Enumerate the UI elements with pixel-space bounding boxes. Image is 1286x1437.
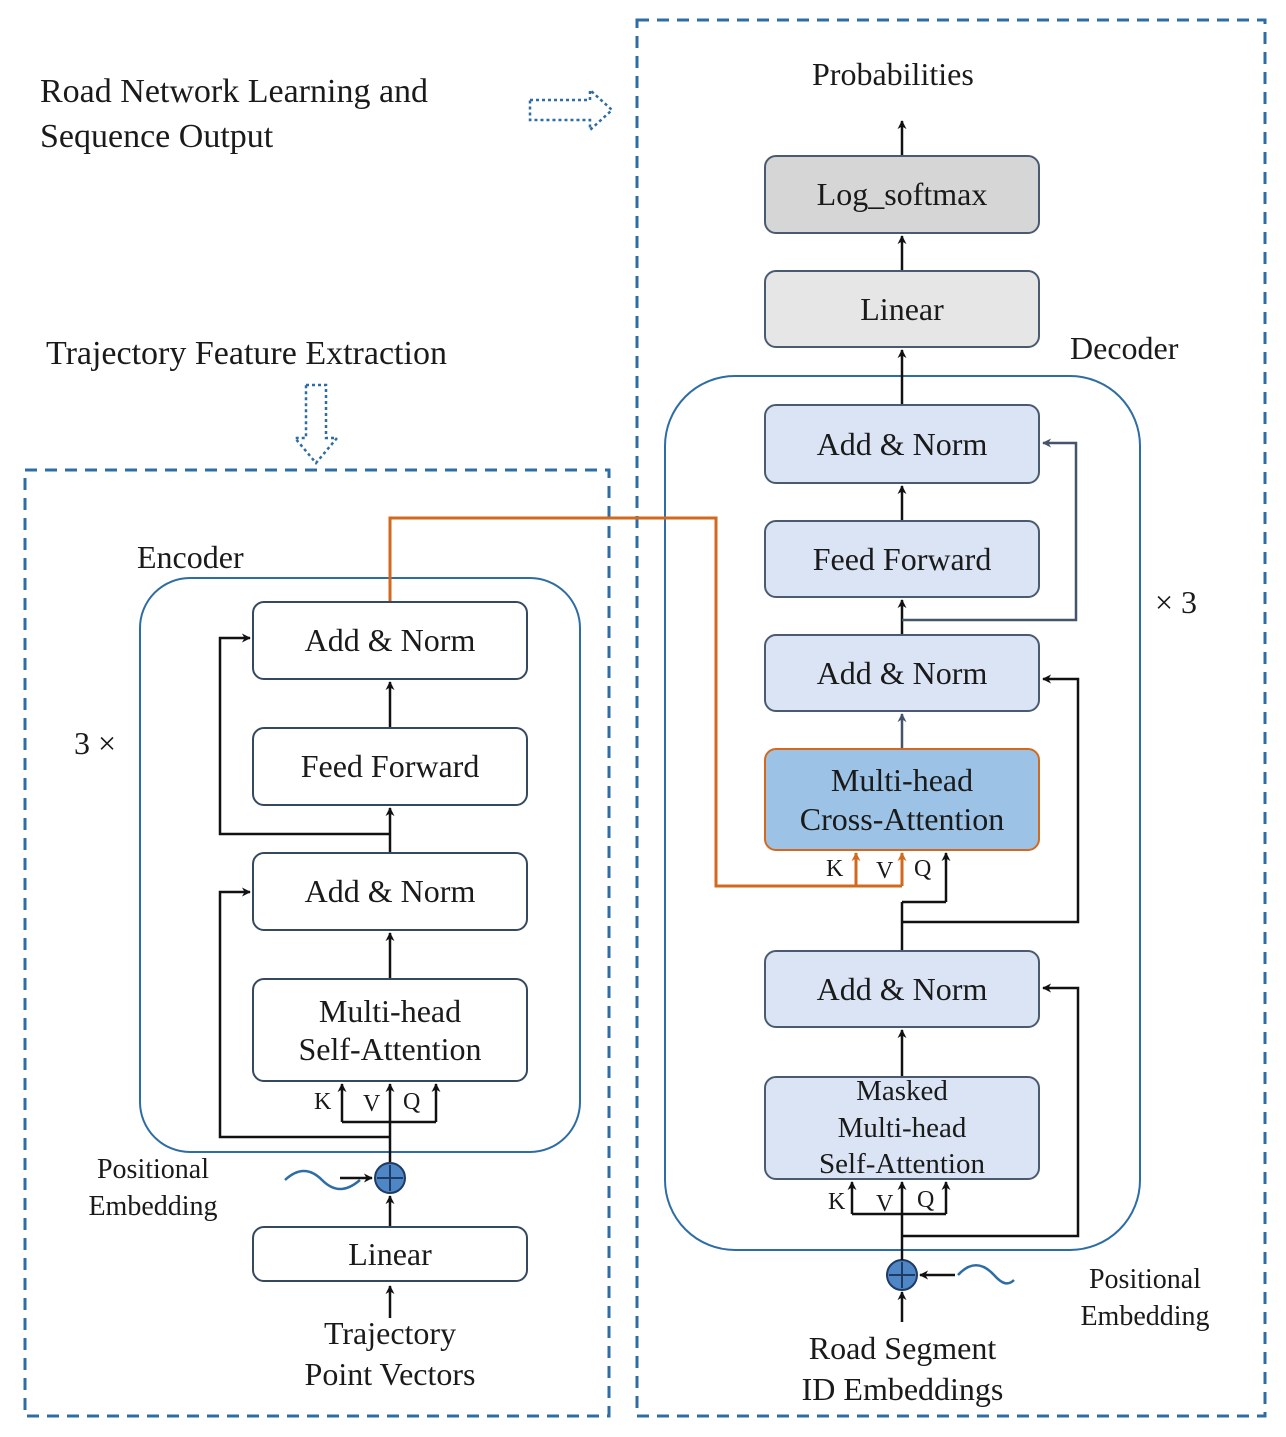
dec-add-norm-1: Add & Norm bbox=[764, 404, 1040, 484]
dec-positional-wave bbox=[957, 1264, 1015, 1285]
probabilities-label: Probabilities bbox=[812, 56, 974, 92]
enc-v-label: V bbox=[363, 1091, 381, 1117]
encoder-dashed-region bbox=[23, 468, 611, 1418]
enc-k-label: K bbox=[314, 1089, 332, 1115]
decoder-title: Decoder bbox=[1070, 330, 1179, 366]
enc-q-label: Q bbox=[403, 1089, 421, 1115]
dec-feed-forward: Feed Forward bbox=[764, 520, 1040, 598]
dec-add-norm-2: Add & Norm bbox=[764, 634, 1040, 712]
cross-k-label: K bbox=[826, 856, 844, 882]
encoder-to-decoder-connection bbox=[388, 516, 902, 888]
dec-input-label: Road Segment ID Embeddings bbox=[801, 1330, 1004, 1407]
enc-residual-2 bbox=[218, 633, 390, 836]
enc-positional-label: Positional Embedding bbox=[88, 1154, 218, 1222]
cross-q-label: Q bbox=[914, 856, 932, 882]
dec-positional-label: Positional Embedding bbox=[1080, 1264, 1210, 1332]
enc-feed-forward: Feed Forward bbox=[252, 727, 528, 806]
cross-v-label: V bbox=[876, 858, 894, 884]
right-dotted-arrow bbox=[528, 87, 614, 133]
decoder-repeat-label: × 3 bbox=[1155, 584, 1198, 620]
dec-add-norm-3: Add & Norm bbox=[764, 950, 1040, 1028]
trajectory-heading: Trajectory Feature Extraction bbox=[46, 335, 447, 372]
road-network-heading-line1: Road Network Learning and bbox=[40, 73, 429, 110]
enc-positional-wave bbox=[284, 1169, 361, 1191]
dec-residual-1 bbox=[902, 983, 1080, 1238]
dec-linear: Linear bbox=[764, 270, 1040, 348]
down-dotted-arrow bbox=[292, 383, 340, 465]
dec-cross-attention: Multi-head Cross-Attention bbox=[764, 748, 1040, 851]
encoder-title: Encoder bbox=[137, 539, 244, 575]
enc-self-attention: Multi-head Self-Attention bbox=[252, 978, 528, 1082]
dec-masked-self-attention: Masked Multi-head Self-Attention bbox=[764, 1075, 1040, 1180]
enc-input-label: Trajectory Point Vectors bbox=[304, 1315, 476, 1392]
encoder-repeat-label: 3 × bbox=[74, 725, 117, 761]
enc-residual-1 bbox=[218, 887, 390, 1139]
enc-linear: Linear bbox=[252, 1226, 528, 1282]
dec-log-softmax: Log_softmax bbox=[764, 155, 1040, 234]
dec-residual-3 bbox=[902, 438, 1078, 622]
dec-k-label: K bbox=[828, 1189, 846, 1215]
dec-q-label: Q bbox=[917, 1187, 935, 1213]
enc-add-norm-bottom: Add & Norm bbox=[252, 852, 528, 931]
enc-add-norm-top: Add & Norm bbox=[252, 601, 528, 680]
decoder-dashed-region bbox=[635, 18, 1267, 1418]
encoder-stack-frame bbox=[139, 577, 581, 1153]
road-network-heading-line2: Sequence Output bbox=[40, 118, 274, 155]
dec-v-label: V bbox=[876, 1191, 894, 1217]
dec-residual-2 bbox=[902, 674, 1080, 924]
